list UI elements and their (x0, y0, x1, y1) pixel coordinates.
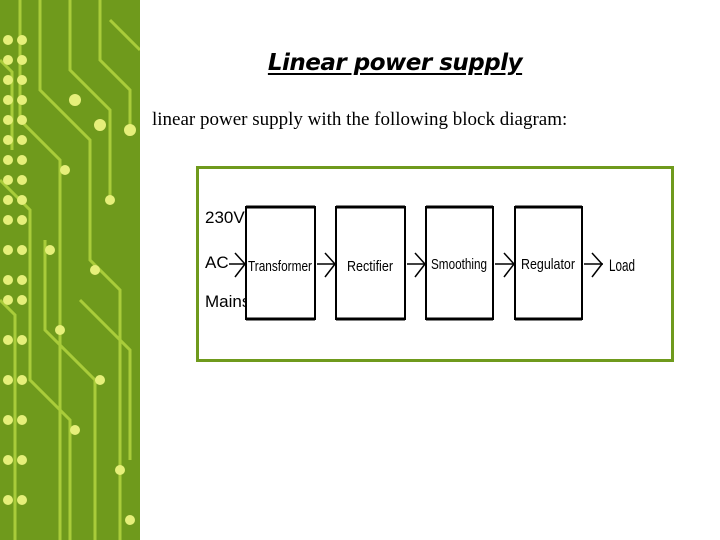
signal-arrows (229, 252, 603, 278)
block-smoothing: Smoothing (425, 205, 494, 321)
slide-subtitle: linear power supply with the following b… (152, 109, 568, 130)
input-label-line-1: 230V (205, 208, 245, 227)
arrow-input-to-transformer (229, 252, 246, 278)
block-label-smoothing: Smoothing (431, 256, 487, 273)
block-label-transformer: Transformer (248, 258, 312, 275)
block-label-rectifier: Rectifier (347, 258, 393, 275)
arrow-transformer-to-rectifier (317, 252, 336, 278)
block-rectifier: Rectifier (335, 205, 406, 321)
arrow-smoothing-to-regulator (495, 252, 515, 278)
output-label-load: Load (609, 256, 635, 275)
block-diagram-frame: 230V AC Mains Transformer Rectifier Smoo… (196, 166, 674, 362)
circuit-board-graphic (0, 0, 140, 540)
input-label-line-2: AC (205, 253, 229, 272)
circuit-board-decoration (0, 0, 140, 540)
block-label-regulator: Regulator (521, 256, 575, 273)
slide-title: Linear power supply (267, 50, 523, 76)
arrow-regulator-to-load (584, 252, 603, 278)
block-regulator: Regulator (514, 205, 583, 321)
input-label-line-3: Mains (205, 292, 250, 311)
block-transformer: Transformer (245, 205, 316, 321)
arrow-rectifier-to-smoothing (407, 252, 426, 278)
block-diagram: 230V AC Mains Transformer Rectifier Smoo… (205, 205, 635, 321)
